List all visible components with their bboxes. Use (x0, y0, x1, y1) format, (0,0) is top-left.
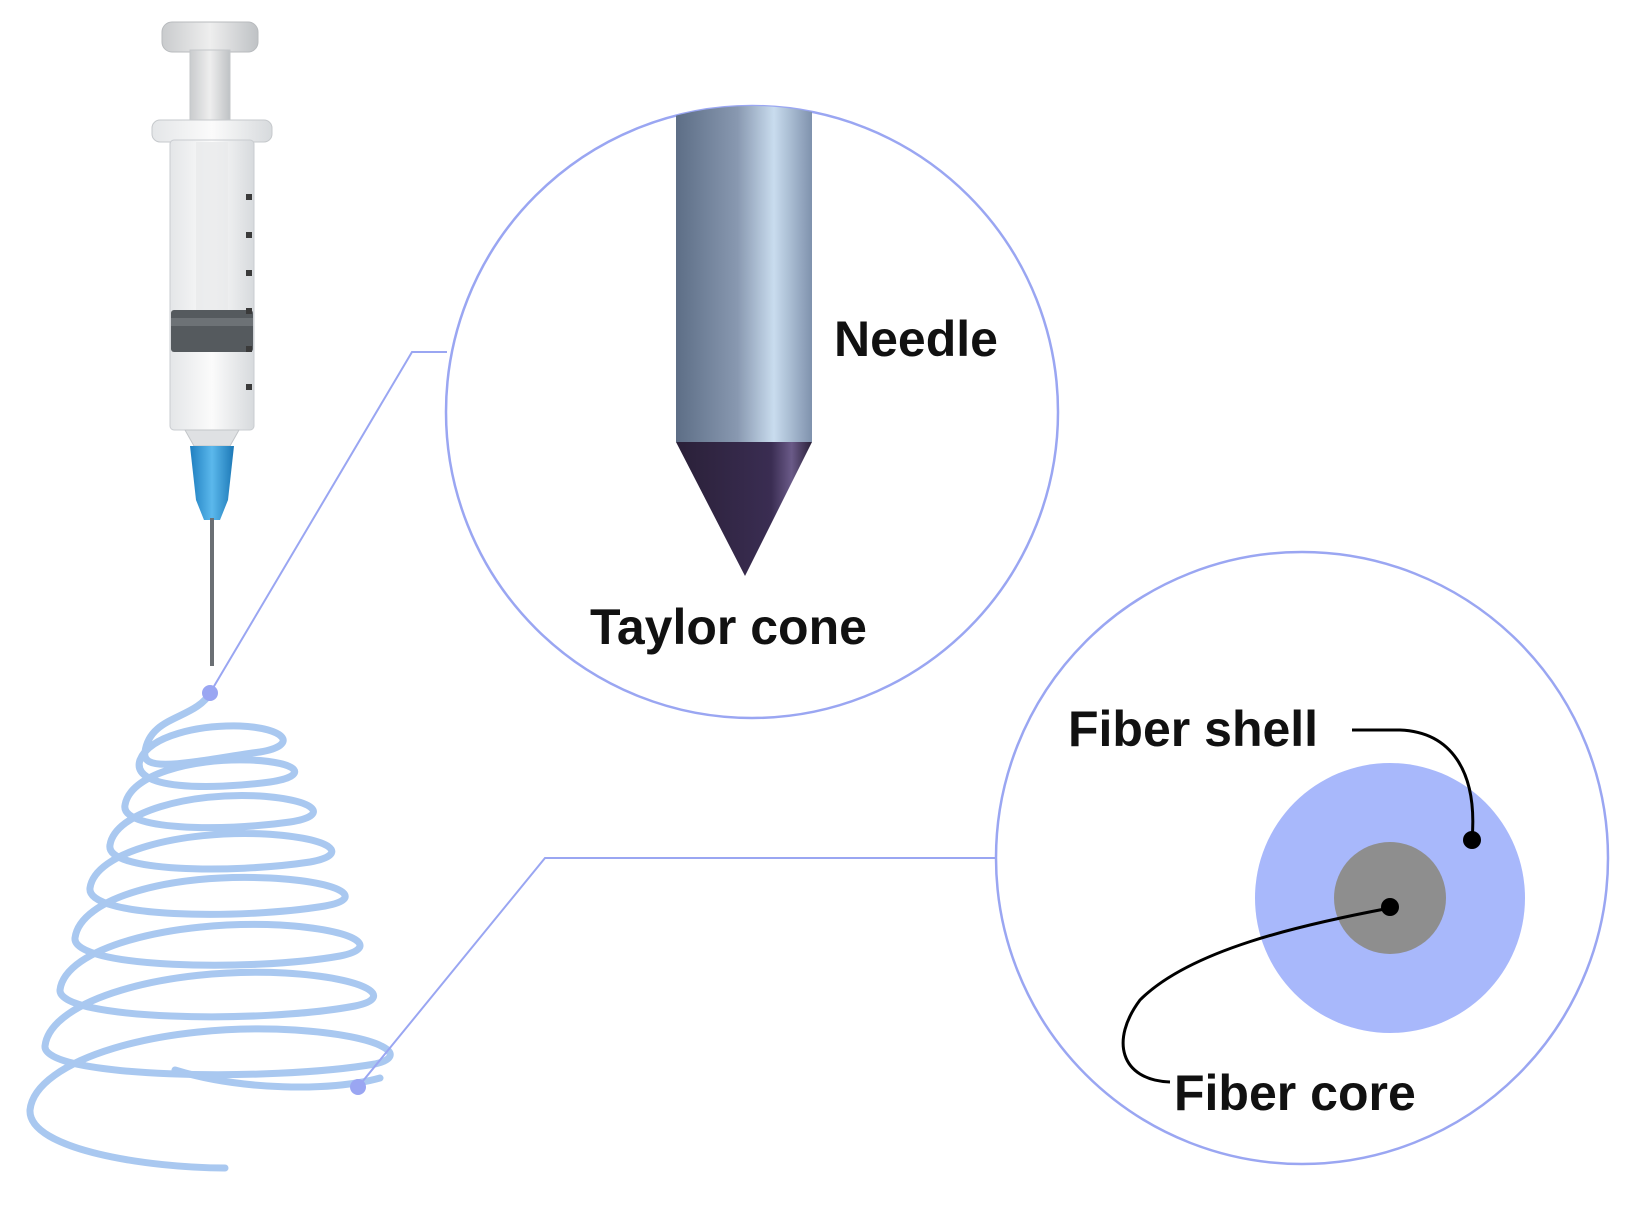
core-leader-dot (1381, 898, 1399, 916)
syringe-tip (184, 429, 240, 447)
shell-leader-dot (1463, 831, 1481, 849)
rubber-stopper (171, 310, 253, 352)
needle-hub (190, 446, 234, 520)
stopper-ridge (171, 318, 253, 326)
core-leader-line (1121, 906, 1391, 1084)
zoom-line-top (209, 351, 447, 694)
taylor-cone-shape (676, 442, 812, 576)
needle-tube (676, 106, 812, 442)
needle-label: Needle (834, 311, 998, 367)
shell-leader-line (1352, 728, 1475, 841)
inner-plunger-rod (196, 142, 228, 310)
graduation-marks (246, 194, 252, 390)
needle-shaft (210, 518, 214, 666)
fiber-core-label: Fiber core (1174, 1065, 1416, 1121)
fiber-jet-spiral (26, 688, 394, 1172)
plunger-rod (189, 49, 231, 121)
needle-zoom-panel: Needle Taylor cone (444, 104, 1060, 720)
zoom-line-bottom (357, 857, 996, 1088)
syringe (151, 21, 273, 666)
barrel-flange (151, 119, 273, 143)
taylor-cone-label: Taylor cone (590, 599, 867, 655)
plunger-thumb-press (161, 21, 259, 53)
fiber-zoom-panel: Fiber shell Fiber core (994, 550, 1610, 1166)
fiber-shell-label: Fiber shell (1068, 701, 1318, 757)
